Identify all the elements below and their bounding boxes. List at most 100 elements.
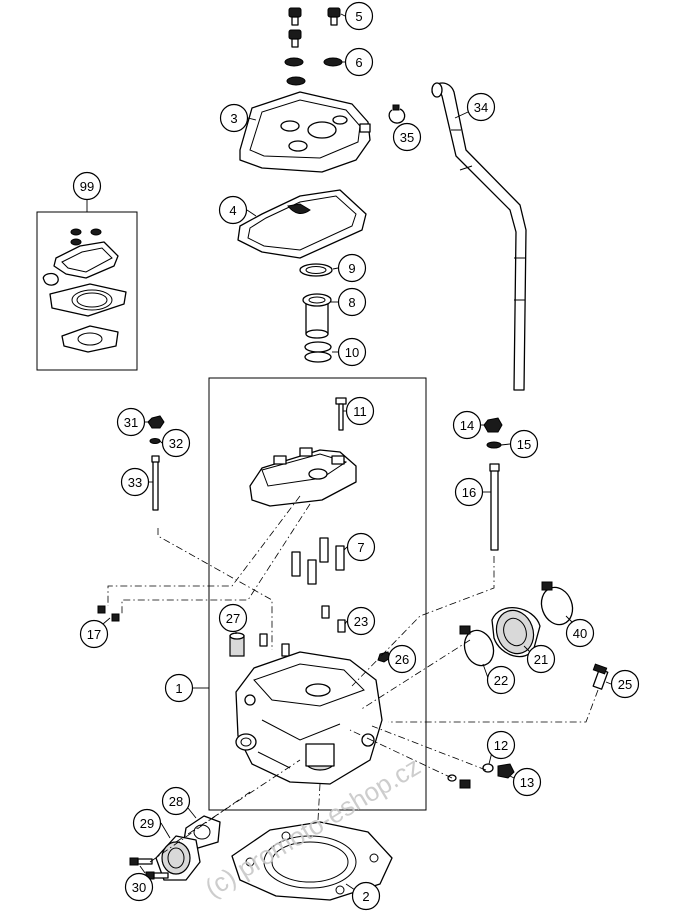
callout-35: 35 [392, 122, 422, 152]
seal-washer-right [323, 57, 343, 67]
callout-circle [132, 808, 162, 838]
callout-label: 30 [132, 880, 146, 895]
valve-guides [291, 537, 345, 585]
callout-21: 21 [526, 644, 556, 674]
callout-label: 22 [494, 673, 508, 688]
callout-circle [486, 730, 516, 760]
callout-circle [486, 665, 516, 695]
camshaft-bearing-bridge [249, 447, 357, 507]
cover-bolt-middle [288, 29, 302, 48]
spark-plug-seal-ring [299, 263, 333, 277]
callout-circle [219, 103, 249, 133]
callout-31: 31 [116, 407, 146, 437]
callout-label: 16 [462, 485, 476, 500]
stud-right [489, 463, 500, 551]
callout-circle [218, 195, 248, 225]
o-ring-lower [304, 351, 332, 363]
callout-label: 8 [348, 295, 355, 310]
callout-13: 13 [512, 767, 542, 797]
cylinder-head [235, 651, 383, 785]
callout-34: 34 [466, 92, 496, 122]
callout-28: 28 [161, 786, 191, 816]
o-ring-upper [304, 341, 332, 353]
sealing-washer [482, 763, 494, 773]
callout-label: 33 [128, 475, 142, 490]
seal-washer-left [284, 57, 304, 67]
clamp-band-40 [540, 581, 574, 626]
callout-circle [351, 881, 381, 911]
callout-circle [218, 603, 248, 633]
cover-bolt-right [327, 7, 341, 26]
valve-cover [239, 91, 371, 173]
gasket-kit [42, 228, 127, 353]
callout-27: 27 [218, 603, 248, 633]
callout-label: 12 [494, 738, 508, 753]
callout-label: 11 [353, 404, 367, 419]
callout-5: 5 [344, 1, 374, 31]
callout-label: 27 [226, 611, 240, 626]
callout-label: 17 [87, 627, 101, 642]
callout-3: 3 [219, 103, 249, 133]
callout-label: 26 [395, 652, 409, 667]
callout-circle [124, 872, 154, 902]
callout-circle [452, 410, 482, 440]
callout-label: 7 [357, 540, 364, 555]
valve-cover-gasket [237, 189, 367, 259]
callout-label: 21 [534, 652, 548, 667]
washer-right [486, 441, 502, 449]
callout-label: 28 [169, 794, 183, 809]
temperature-sensor [592, 663, 609, 690]
callout-label: 3 [230, 111, 237, 126]
callout-1: 1 [164, 673, 194, 703]
callout-circle [161, 428, 191, 458]
assembly-lines [107, 495, 599, 863]
spark-plug-sleeve [229, 632, 245, 657]
callout-32: 32 [161, 428, 191, 458]
cylinder-head-frame [208, 377, 427, 811]
callout-label: 32 [169, 436, 183, 451]
callout-23: 23 [346, 606, 376, 636]
callout-label: 10 [345, 345, 359, 360]
callout-label: 23 [354, 614, 368, 629]
callout-label: 40 [573, 626, 587, 641]
seal-washer-lower [286, 76, 306, 86]
callout-circle [337, 253, 367, 283]
nut-right [483, 417, 503, 433]
callout-2: 2 [351, 881, 381, 911]
cover-bolt-left [288, 7, 302, 26]
callout-9: 9 [337, 253, 367, 283]
clamp-band-22 [459, 625, 495, 667]
callout-29: 29 [132, 808, 162, 838]
hose-clamp [388, 104, 406, 124]
callout-circle [512, 767, 542, 797]
callout-circle [337, 287, 367, 317]
callout-circle [454, 477, 484, 507]
callout-label: 14 [460, 418, 474, 433]
callout-circle [610, 669, 640, 699]
callout-circle [344, 47, 374, 77]
callout-6: 6 [344, 47, 374, 77]
spark-plug-tube [302, 293, 332, 339]
callout-40: 40 [565, 618, 595, 648]
callout-12: 12 [486, 730, 516, 760]
callout-15: 15 [509, 429, 539, 459]
callout-circle [509, 429, 539, 459]
callout-circle [337, 337, 367, 367]
callout-10: 10 [337, 337, 367, 367]
callout-25: 25 [610, 669, 640, 699]
stud-left [151, 455, 160, 511]
callout-circle [466, 92, 496, 122]
callout-8: 8 [337, 287, 367, 317]
callout-circle [565, 618, 595, 648]
callout-label: 6 [355, 55, 362, 70]
callout-circle [79, 619, 109, 649]
callout-30: 30 [124, 872, 154, 902]
callout-circle [72, 171, 102, 201]
callout-circle [345, 396, 375, 426]
callout-14: 14 [452, 410, 482, 440]
callout-17: 17 [79, 619, 109, 649]
callout-circle [120, 467, 150, 497]
callout-label: 9 [348, 261, 355, 276]
callout-22: 22 [486, 665, 516, 695]
